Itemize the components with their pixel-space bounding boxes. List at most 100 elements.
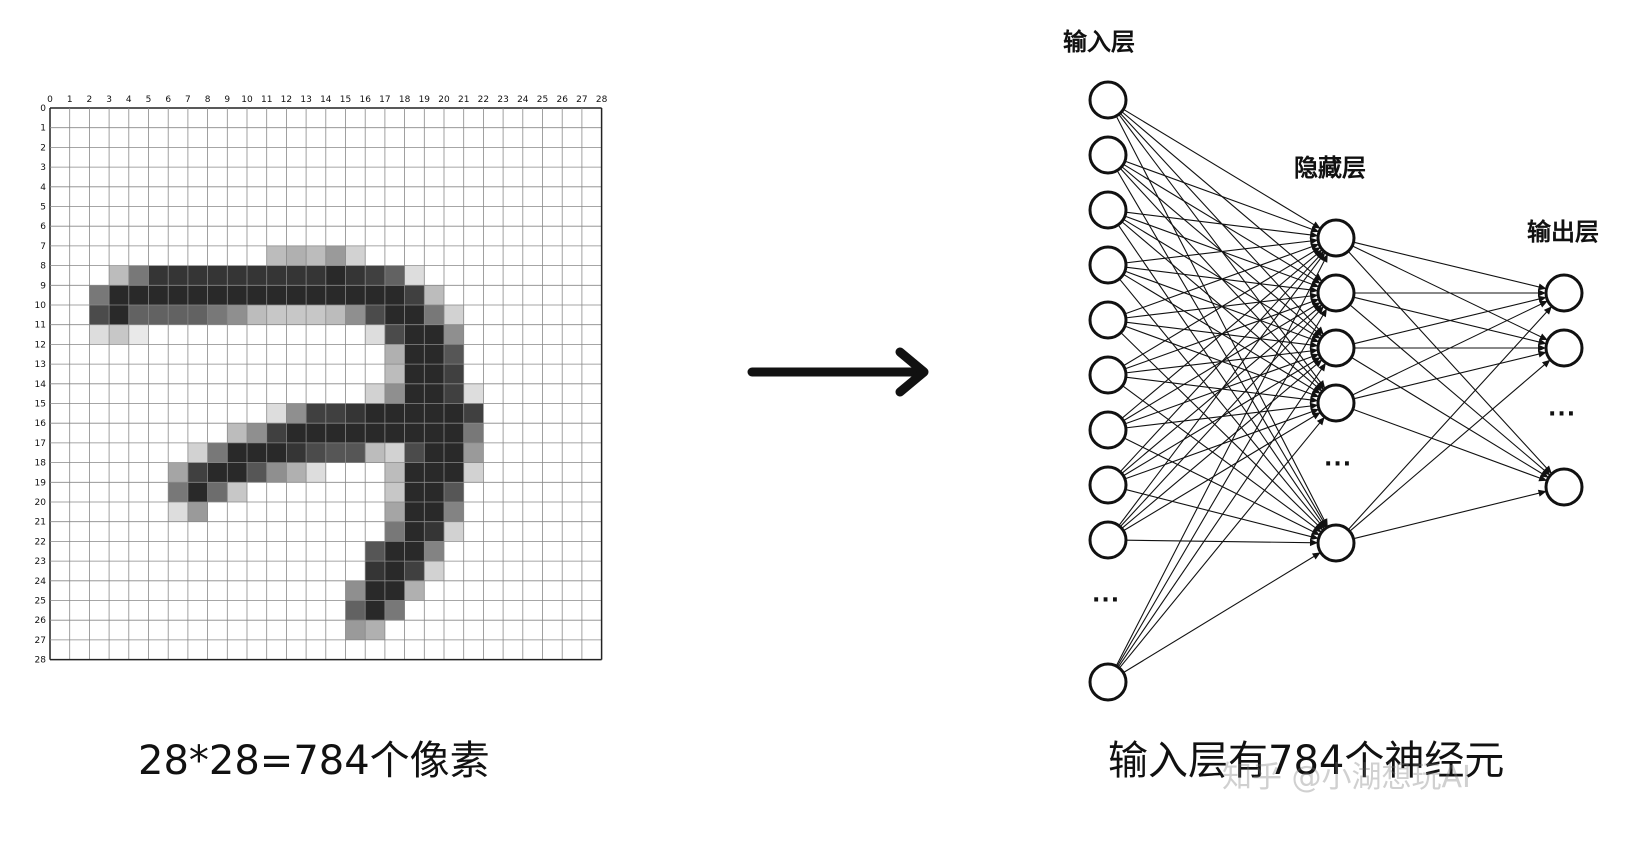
- grid-pixel: [89, 305, 110, 325]
- grid-pixel: [404, 442, 425, 463]
- hidden-neuron: [1316, 523, 1356, 563]
- grid-pixel: [365, 305, 385, 325]
- y-tick-label: 15: [35, 400, 46, 410]
- input-neuron: [1088, 520, 1128, 560]
- grid-pixel: [384, 600, 405, 621]
- grid-pixel: [463, 423, 484, 443]
- connection-arrowhead: [1537, 295, 1547, 303]
- grid-pixel: [325, 403, 346, 424]
- y-tick-label: 12: [35, 340, 46, 350]
- grid-pixel: [384, 521, 405, 542]
- grid-pixel: [266, 442, 287, 463]
- connection-arrowhead: [1313, 359, 1323, 368]
- connection-arrowhead: [1313, 304, 1323, 313]
- y-tick-label: 2: [40, 143, 46, 153]
- connection: [1115, 115, 1329, 528]
- grid-pixel: [424, 521, 444, 542]
- y-tick-label: 20: [35, 498, 47, 508]
- grid-pixel: [404, 502, 425, 522]
- connection-arrowhead: [1537, 283, 1547, 291]
- grid-pixel: [404, 383, 425, 404]
- grid-pixel: [247, 285, 267, 305]
- grid-pixel: [463, 442, 484, 463]
- grid-pixel: [404, 285, 425, 305]
- grid-pixel: [424, 502, 444, 522]
- grid-pixel: [306, 285, 326, 305]
- connection-arrowhead: [1311, 276, 1321, 284]
- connection: [1124, 243, 1320, 315]
- connection-arrowhead: [1541, 359, 1551, 368]
- grid-pixel: [207, 442, 228, 463]
- x-tick-label: 20: [438, 95, 450, 105]
- grid-pixel: [345, 285, 366, 305]
- grid-pixel: [404, 403, 425, 424]
- grid-pixel: [365, 324, 385, 345]
- connection: [1116, 308, 1328, 667]
- hidden-neuron: [1316, 273, 1356, 313]
- x-tick-label: 9: [224, 95, 230, 105]
- connection: [1121, 359, 1323, 529]
- output-ellipsis: ···: [1548, 402, 1577, 427]
- connection-arrowhead: [1321, 254, 1328, 263]
- y-tick-label: 26: [35, 616, 47, 626]
- grid-pixel: [404, 344, 425, 365]
- grid-pixel: [227, 442, 247, 463]
- y-tick-label: 22: [35, 537, 46, 547]
- input-neuron: [1088, 410, 1128, 450]
- connection-arrowhead: [1309, 286, 1319, 294]
- x-tick-label: 13: [300, 95, 311, 105]
- y-tick-label: 3: [40, 163, 46, 173]
- grid-pixel: [148, 285, 169, 305]
- grid-pixel: [444, 482, 464, 502]
- grid-pixel: [404, 324, 425, 345]
- grid-pixel: [365, 600, 385, 621]
- x-tick-label: 10: [241, 95, 253, 105]
- grid-pixel: [424, 324, 444, 345]
- connection-arrowhead: [1316, 416, 1325, 426]
- connection-arrowhead: [1310, 335, 1320, 343]
- connection-arrowhead: [1309, 402, 1319, 410]
- connection-arrowhead: [1537, 489, 1547, 497]
- connection: [1119, 305, 1325, 528]
- grid-pixel: [286, 265, 307, 286]
- grid-pixel: [365, 561, 385, 581]
- connection-arrowhead: [1538, 289, 1546, 297]
- grid-pixel: [128, 324, 149, 345]
- grid-pixel: [187, 285, 208, 305]
- grid-pixel: [384, 541, 405, 562]
- grid-pixel: [365, 442, 385, 463]
- connection-arrowhead: [1311, 412, 1321, 420]
- grid-pixel: [404, 423, 425, 443]
- grid-pixel: [345, 305, 366, 325]
- grid-pixel: [444, 324, 464, 345]
- grid-pixel: [444, 502, 464, 522]
- grid-pixel: [365, 265, 385, 286]
- connection: [1121, 249, 1323, 419]
- hidden-ellipsis: ···: [1324, 452, 1353, 477]
- y-tick-label: 28: [35, 656, 47, 666]
- grid-pixel: [306, 442, 326, 463]
- grid-pixel: [424, 561, 444, 581]
- y-tick-label: 1: [40, 124, 46, 134]
- x-tick-label: 28: [596, 95, 608, 105]
- grid-pixel: [325, 423, 346, 443]
- grid-pixel: [424, 482, 444, 502]
- grid-pixel: [247, 442, 267, 463]
- grid-pixel: [384, 344, 405, 365]
- x-tick-label: 11: [261, 95, 272, 105]
- input-neuron: [1088, 300, 1128, 340]
- connection-arrowhead: [1311, 221, 1321, 229]
- grid-pixel: [444, 305, 464, 325]
- grid-pixel: [325, 265, 346, 286]
- y-tick-label: 10: [35, 301, 47, 311]
- grid-pixel: [444, 423, 464, 443]
- grid-pixel: [109, 305, 129, 325]
- grid-pixel: [384, 462, 405, 483]
- connection-arrowhead: [1539, 300, 1548, 308]
- x-tick-label: 19: [419, 95, 431, 105]
- grid-pixel: [325, 285, 346, 305]
- x-tick-label: 2: [87, 95, 93, 105]
- grid-pixel: [306, 423, 326, 443]
- grid-pixel: [227, 305, 247, 325]
- hidden-neuron: [1316, 383, 1356, 423]
